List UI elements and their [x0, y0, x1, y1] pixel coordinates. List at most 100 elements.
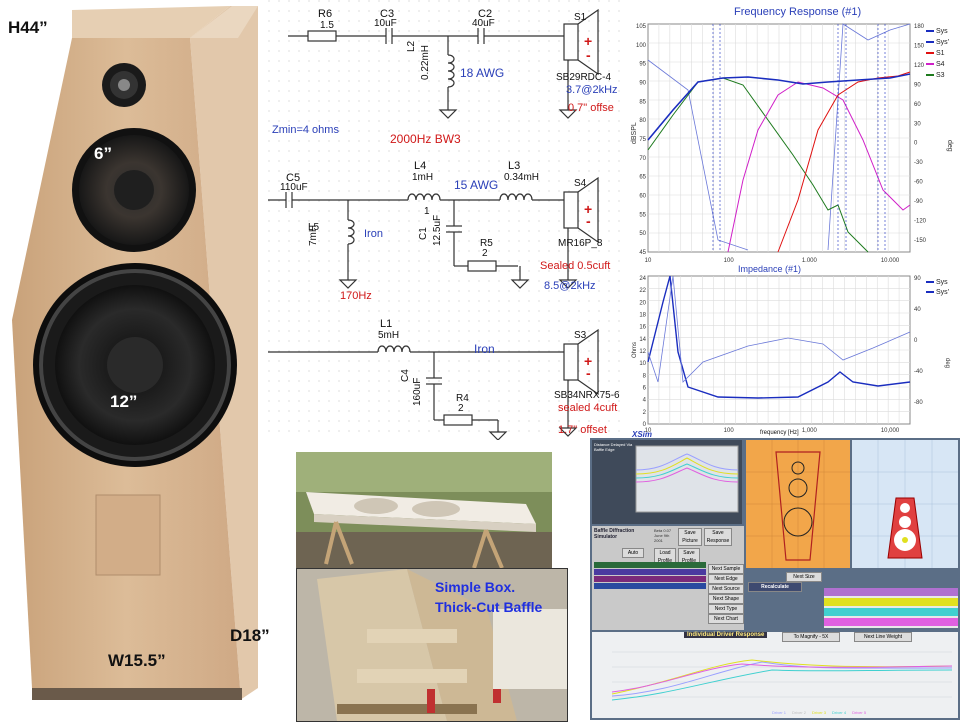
r5-name: R5	[480, 238, 493, 249]
freq-yr-tick: -30	[914, 160, 923, 166]
xsim-logo: XSim	[632, 430, 653, 439]
freq-yr-tick: 150	[914, 43, 925, 49]
c2-value: 40uF	[472, 18, 495, 29]
freq-y-tick: 85	[639, 99, 646, 105]
driver-12in-label: 12”	[110, 392, 138, 411]
freq-y-tick: 95	[639, 62, 646, 68]
imp-yr-tick: 0	[914, 338, 918, 344]
s3-model: SB34NRX75-6	[554, 390, 620, 401]
recalculate-button[interactable]: Recalculate	[748, 582, 802, 592]
imp-y-tick: 18	[639, 313, 646, 319]
photo-caption-line1: Simple Box.	[435, 579, 516, 595]
photo-caption-line2: Thick-Cut Baffle	[435, 599, 543, 615]
next-line-weight-button[interactable]: Next Line Weight	[854, 632, 912, 642]
bds-baffle-view-2	[852, 440, 958, 568]
width-label: W15.5”	[108, 651, 166, 670]
freq-y-tick: 90	[639, 81, 646, 87]
freq-yr-tick: 120	[914, 63, 925, 69]
r5-value: 2	[482, 248, 488, 259]
freq-legend-swatch	[926, 30, 934, 33]
bds-version: Beta 0.07 June 9th 2001	[654, 528, 672, 543]
freq-yr-tick: -60	[914, 180, 923, 186]
l5-core: Iron	[364, 228, 383, 240]
freq-y-tick: 105	[636, 24, 647, 30]
sys-response-line	[647, 73, 911, 141]
next-edge-button[interactable]: Next Edge	[708, 574, 744, 584]
freq-legend-label: Sys	[936, 28, 948, 35]
s1-model: SB29RDC-4	[556, 72, 612, 83]
freq-y-tick: 55	[639, 212, 646, 218]
speaker-cabinet-drawing	[12, 6, 258, 700]
s4-name: S4	[574, 178, 587, 189]
baffle-diffraction-simulator: Distance Delayed Via Baffle Edge Baffle …	[590, 438, 960, 720]
imp-y-tick: 8	[643, 373, 647, 379]
freq-x-tick: 1,000	[802, 258, 818, 264]
freq-legend-item: Sys'	[926, 37, 960, 48]
next-type-button[interactable]: Next Type	[708, 604, 744, 614]
c3-name: C3	[380, 8, 395, 20]
s4-spec: 8.5@2kHz	[544, 280, 596, 292]
l2-value: 0.22mH	[420, 44, 431, 80]
l2-name: L2	[406, 40, 417, 52]
to-magnify-button[interactable]: To Magnify - 5X	[782, 632, 840, 642]
schematic-drawing: +++ ---	[268, 0, 628, 441]
bds-baffle-view-1	[746, 440, 850, 568]
save-response-button[interactable]: Save Response	[704, 528, 732, 546]
freq-yr-tick: 90	[914, 82, 921, 88]
bds-response-chart: Individual Driver Response To Magnify - …	[592, 632, 958, 718]
freq-legend-label: S4	[936, 61, 945, 68]
imp-y-tick: 22	[639, 288, 646, 294]
imp-x-tick: 10	[645, 428, 652, 434]
freq-yr-tick: -90	[914, 199, 923, 205]
imp-y-tick: 12	[639, 349, 646, 355]
freq-legend-label: S3	[936, 72, 945, 79]
s1-name: S1	[574, 12, 587, 23]
freq-y-tick: 70	[639, 156, 646, 162]
l5-name: L5	[308, 222, 320, 233]
bds-legend-item: Driver 5	[852, 710, 867, 715]
freq-yrlabel: deg	[946, 140, 953, 152]
l4-name: L4	[414, 160, 427, 172]
bds-legend-item: Driver 4	[832, 710, 847, 715]
next-chart-button[interactable]: Next Chart	[708, 614, 744, 624]
imp-y-tick: 24	[639, 276, 646, 282]
bds-chart-title: Individual Driver Response	[684, 632, 768, 638]
freq-y-tick: 60	[639, 194, 646, 200]
imp-y-tick: 2	[643, 410, 647, 416]
freq-yr-tick: 30	[914, 121, 921, 127]
c1-value: 12.5uF	[432, 214, 443, 246]
imp-yr-tick: 90	[914, 276, 921, 282]
l1-name: L1	[380, 318, 393, 330]
imp-legend-label: Sys	[936, 279, 948, 286]
bds-response-plot	[611, 651, 953, 701]
impedance-line	[647, 275, 911, 399]
next-shape-button[interactable]: Next Shape	[708, 594, 744, 604]
imp-legend-swatch	[926, 281, 934, 284]
freq-legend-swatch	[926, 63, 934, 66]
s4-box: Sealed 0.5cuft	[540, 260, 611, 272]
svg-text:-: -	[586, 47, 591, 63]
next-size-button[interactable]: Next Size	[786, 572, 822, 582]
next-sample-button[interactable]: Next Sample	[708, 564, 744, 574]
bds-mini-plot	[635, 445, 739, 513]
freq-yr-tick: -150	[914, 238, 927, 244]
imp-y-tick: 6	[643, 386, 647, 392]
svg-text:+: +	[584, 201, 592, 217]
bds-param-table	[824, 588, 958, 628]
imp-yrlabel: deg	[944, 358, 950, 368]
imp-x-tick: 100	[724, 428, 735, 434]
freq-chart-title: Frequency Response (#1)	[734, 6, 862, 18]
l1-value: 5mH	[378, 330, 400, 341]
save-picture-button[interactable]: Save Picture	[678, 528, 702, 546]
r6-name: R6	[318, 8, 333, 20]
s1-wire: 18 AWG	[460, 66, 505, 80]
l3-value: 0.34mH	[504, 172, 540, 183]
auto-button[interactable]: Auto	[622, 548, 644, 558]
next-source-button[interactable]: Next Source	[708, 584, 744, 594]
freq-y-tick: 100	[636, 43, 647, 49]
s3-box: sealed 4cuft	[558, 402, 618, 414]
freq-legend-item: S4	[926, 59, 960, 70]
baffle-photo	[296, 452, 552, 570]
imp-y-tick: 16	[639, 325, 646, 331]
